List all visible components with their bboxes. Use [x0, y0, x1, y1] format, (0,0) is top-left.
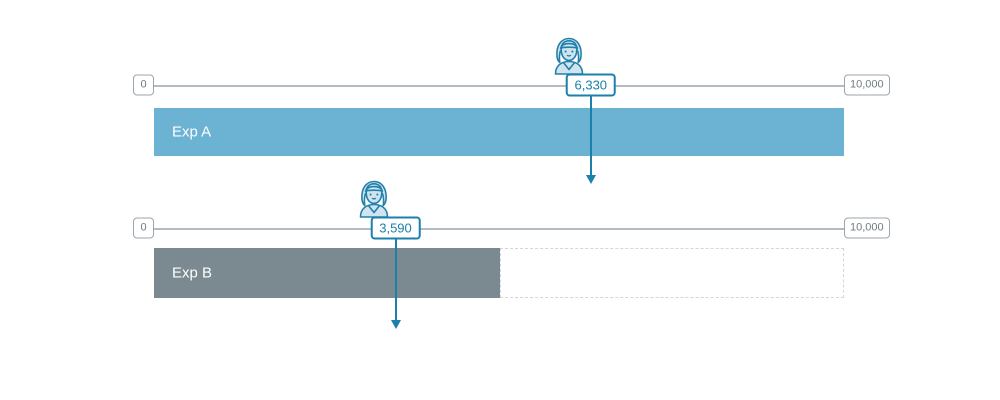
axis-max-label-a: 10,000 — [844, 74, 890, 96]
bar-track-exp-b: Exp B — [154, 248, 844, 298]
axis-line — [154, 85, 844, 87]
axis-line — [154, 228, 844, 230]
axis-min-label-b: 0 — [133, 217, 154, 239]
person-avatar-icon — [547, 34, 591, 78]
bar-label-exp-a: Exp A — [172, 123, 212, 141]
value-badge-exp-a[interactable]: 6,330 — [565, 73, 617, 97]
axis-max-label-b: 10,000 — [844, 217, 890, 239]
axis-min-label-a: 0 — [133, 74, 154, 96]
bar-label-exp-b: Exp B — [172, 264, 213, 282]
bar-remaining-exp-b — [499, 248, 844, 298]
bar-fill-exp-b[interactable] — [154, 248, 500, 298]
person-avatar-icon — [352, 177, 396, 221]
bar-fill-exp-a[interactable] — [154, 108, 844, 156]
value-badge-exp-b[interactable]: 3,590 — [370, 216, 421, 240]
bar-track-exp-a: Exp A — [154, 108, 844, 156]
